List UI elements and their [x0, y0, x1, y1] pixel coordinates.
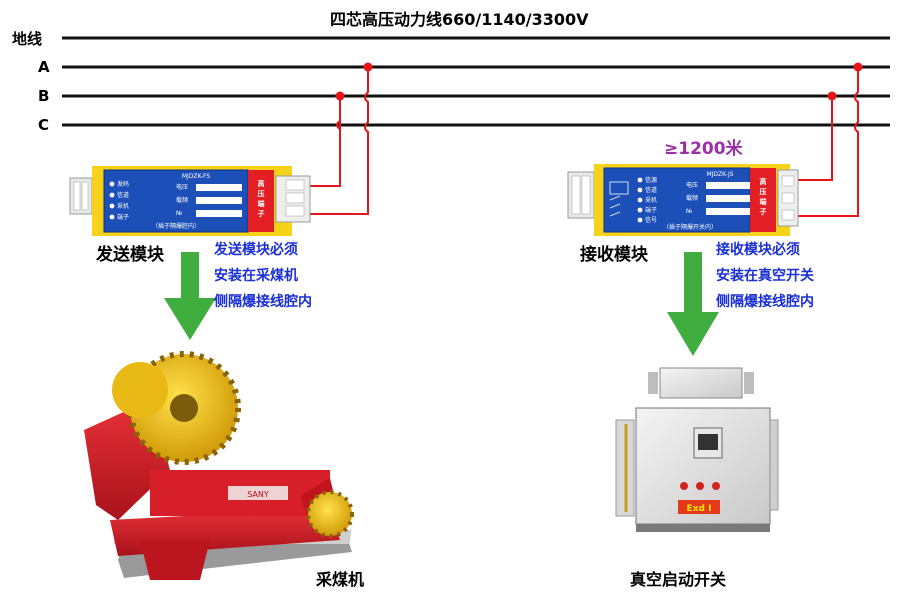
note-line: 侧隔爆接线腔内 [716, 294, 814, 310]
transmitter-field-box [196, 197, 242, 204]
transmitter-field-label: 电压 [176, 183, 188, 191]
indicator-light-icon [637, 197, 643, 203]
transmitter-field-label: 载频 [176, 196, 188, 204]
receiver-note: 接收模块必须 安装在真空开关 侧隔爆接线腔内 [716, 237, 814, 315]
arrow-down-icon [667, 252, 719, 356]
receiver-indicator-label: 信源 [645, 176, 657, 184]
junction-dot [363, 62, 373, 72]
transmitter-wires [310, 67, 369, 215]
note-line: 接收模块必须 [716, 242, 800, 258]
receiver-field-box [706, 195, 752, 202]
indicator-light-icon [109, 214, 115, 220]
indicator-light-icon [109, 203, 115, 209]
receiver-indicator-label: 信号 [645, 216, 657, 224]
bus-label-a: A [38, 58, 50, 76]
transmitter-note: 发送模块必须 安装在采煤机 侧隔爆接线腔内 [214, 237, 312, 315]
transmitter-terminal-label: 高压端子 [258, 179, 265, 218]
transmitter-model: MJDZK-FS [182, 173, 210, 180]
junction-dot [335, 91, 345, 101]
note-line: 安装在真空开关 [716, 268, 814, 284]
transmitter-indicator-label: 采机 [117, 202, 129, 210]
transmitter-indicator-label: 端子 [117, 213, 129, 221]
bus-label-ground: 地线 [12, 30, 43, 48]
receiver-field-label: 电压 [686, 181, 698, 189]
receiver-model: MJDZK-JS [706, 171, 733, 178]
receiver-field-box [706, 182, 752, 189]
receiver-field-box [706, 208, 752, 215]
receiver-indicator-label: 信道 [645, 186, 657, 194]
shearer-caption: 采煤机 [316, 570, 365, 589]
arrow-down-icon [164, 252, 216, 340]
receiver-field-label: № [686, 208, 692, 215]
transmitter-field-label: № [176, 210, 182, 217]
indicator-light-icon [637, 207, 643, 213]
receiver-wires [796, 67, 859, 217]
shearer-brand: SANY [247, 490, 269, 499]
receiver-indicator-label: 端子 [645, 206, 657, 214]
diagram-title: 四芯高压动力线660/1140/3300V [330, 10, 589, 29]
indicator-light-icon [637, 177, 643, 183]
indicator-light-icon [637, 217, 643, 223]
transmitter-field-box [196, 210, 242, 217]
receiver-field-label: 载频 [686, 194, 698, 202]
shearer-image: SANY [84, 351, 354, 580]
note-line: 侧隔爆接线腔内 [214, 294, 312, 310]
bus-label-c: C [38, 116, 50, 134]
transmitter-bottom-text: （插于隔爆腔内） [152, 222, 200, 230]
relay-symbol [609, 181, 629, 217]
exd-mark: Exd I [687, 504, 712, 514]
switch-caption: 真空启动开关 [630, 570, 727, 589]
receiver-terminal-label: 高压端子 [760, 177, 767, 216]
junction-dot [827, 91, 837, 101]
transmitter-indicator-label: 信道 [117, 191, 129, 199]
indicator-light-icon [109, 192, 115, 198]
transmitter-label: 发送模块 [96, 245, 164, 265]
vacuum-switch-image: Exd I [615, 367, 779, 532]
transmitter-indicator-label: 发码 [117, 180, 129, 188]
receiver-bottom-text: （插于隔爆开关内） [663, 223, 717, 231]
junction-dot [853, 62, 863, 72]
distance-label: ≥1200米 [664, 139, 743, 159]
receiver-indicator-label: 采机 [645, 196, 657, 204]
note-line: 发送模块必须 [214, 242, 298, 258]
indicator-light-icon [109, 181, 115, 187]
transmitter-field-box [196, 184, 242, 191]
receiver-label: 接收模块 [580, 245, 648, 265]
indicator-light-icon [637, 187, 643, 193]
bus-label-b: B [38, 87, 50, 105]
note-line: 安装在采煤机 [214, 268, 298, 284]
